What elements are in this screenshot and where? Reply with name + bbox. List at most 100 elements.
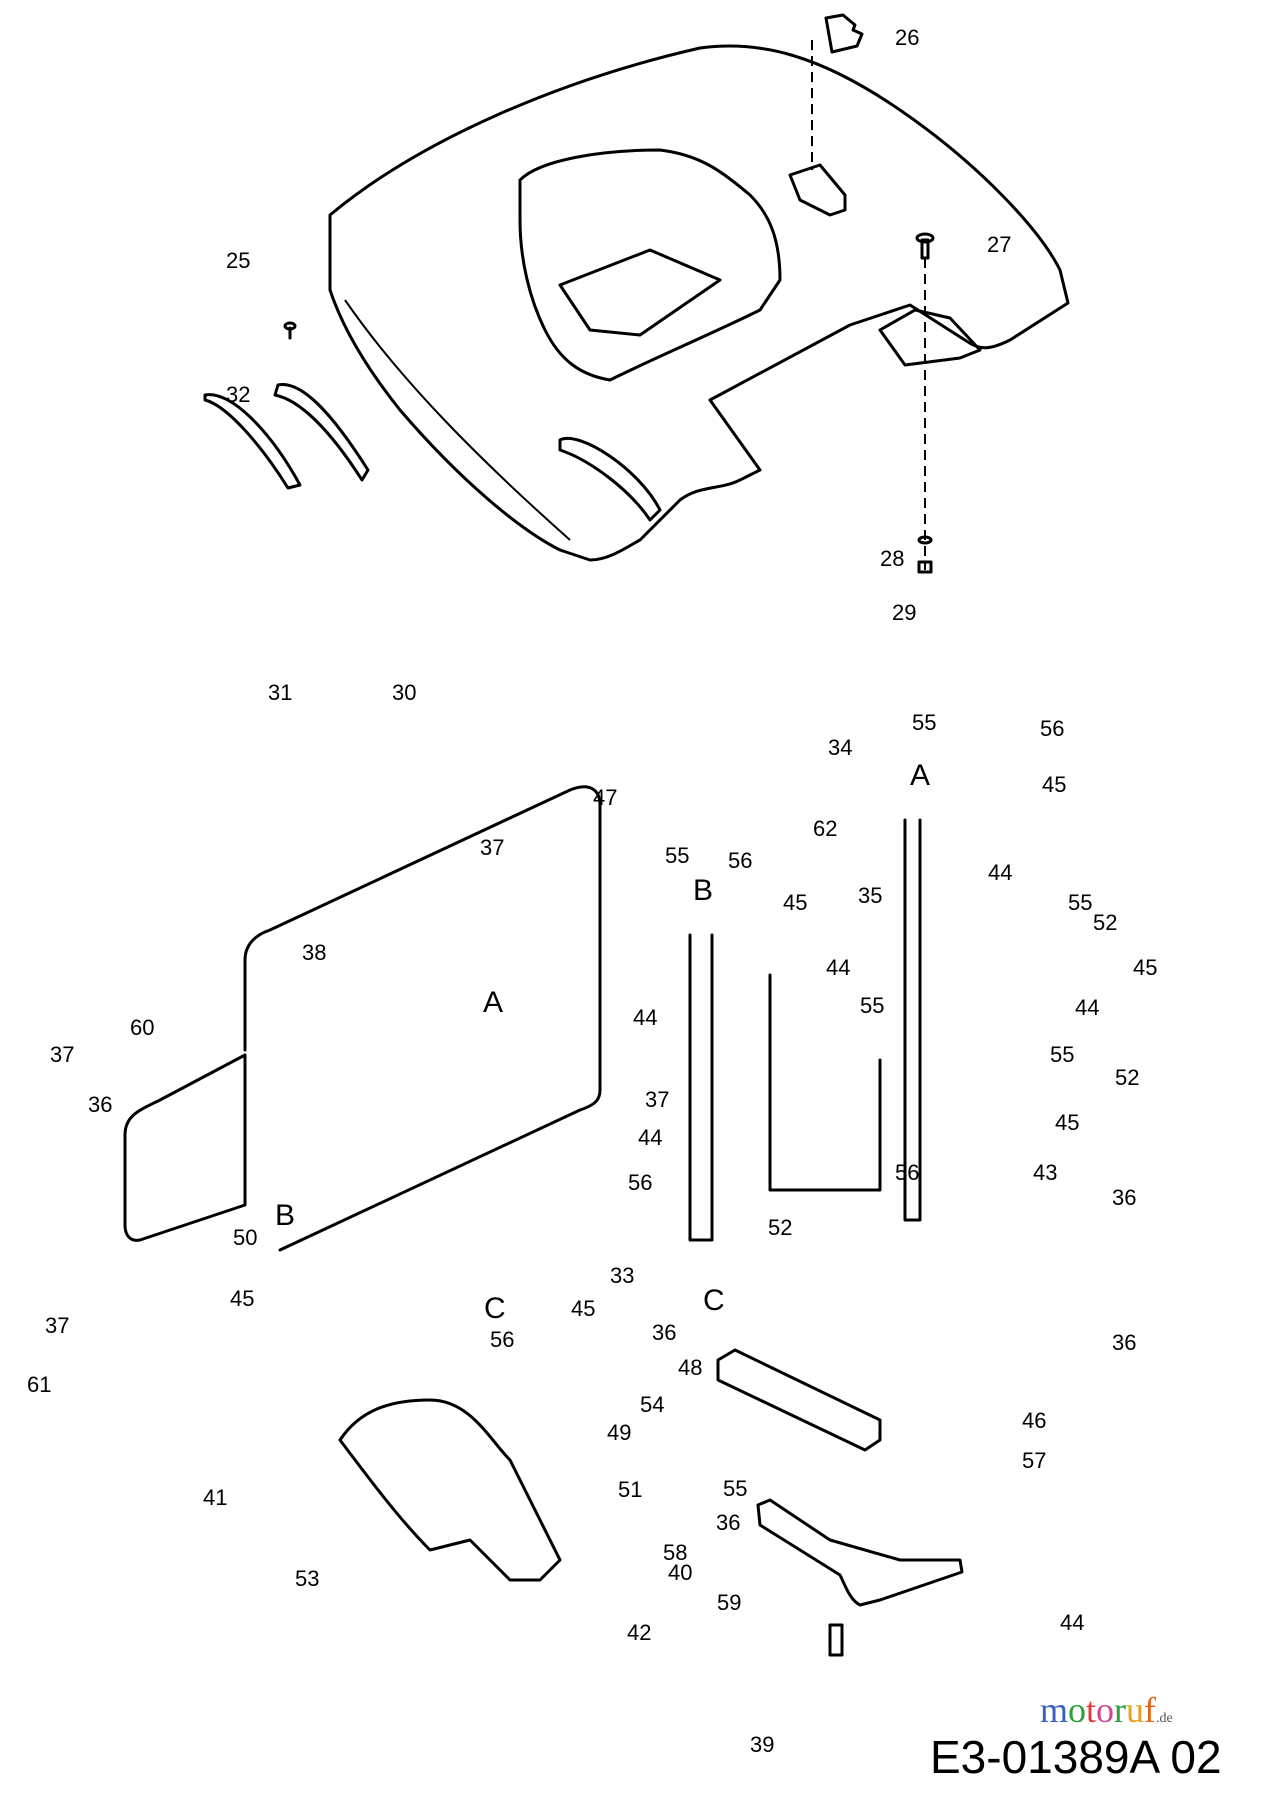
callout-56: 56: [628, 1170, 652, 1195]
callout-51: 51: [618, 1477, 642, 1502]
panel-part-35: [768, 973, 882, 1192]
callout-43: 43: [1033, 1160, 1057, 1185]
callout-55: 55: [912, 710, 936, 735]
callout-37: 37: [480, 835, 504, 860]
reference-letter-a: A: [483, 986, 503, 1019]
callout-45: 45: [571, 1296, 595, 1321]
callout-34: 34: [828, 735, 852, 760]
callout-37: 37: [50, 1042, 74, 1067]
fender-part-53: [338, 1398, 562, 1582]
upright-post-part-34: [903, 818, 922, 1222]
callout-37: 37: [45, 1313, 69, 1338]
callout-28: 28: [880, 546, 904, 571]
reference-letter-b: B: [693, 874, 713, 907]
nut-part-29: [917, 560, 933, 574]
callout-36: 36: [1112, 1330, 1136, 1355]
callout-55: 55: [1050, 1042, 1074, 1067]
bolt-part-39: [828, 1623, 844, 1657]
upright-post-part-33: [688, 933, 714, 1242]
callout-45: 45: [1055, 1110, 1079, 1135]
callout-60: 60: [130, 1015, 154, 1040]
callout-33: 33: [610, 1263, 634, 1288]
callout-27: 27: [987, 232, 1011, 257]
callout-31: 31: [268, 680, 292, 705]
callout-52: 52: [1093, 910, 1117, 935]
callout-45: 45: [230, 1286, 254, 1311]
callout-36: 36: [716, 1510, 740, 1535]
callout-56: 56: [728, 848, 752, 873]
callout-50: 50: [233, 1225, 257, 1250]
callout-45: 45: [783, 890, 807, 915]
watermark-suffix: .de: [1156, 1711, 1173, 1726]
callout-48: 48: [678, 1355, 702, 1380]
callout-55: 55: [723, 1476, 747, 1501]
callout-59: 59: [717, 1590, 741, 1615]
callout-44: 44: [633, 1005, 657, 1030]
watermark-letter: m: [1040, 1690, 1069, 1730]
callout-26: 26: [895, 25, 919, 50]
callout-44: 44: [1075, 995, 1099, 1020]
grille-panel-part-60: [243, 785, 602, 1252]
shift-gate-plate-part-26: [824, 13, 864, 54]
reference-letter-b: B: [275, 1199, 295, 1232]
callout-39: 39: [750, 1732, 774, 1757]
callout-44: 44: [638, 1125, 662, 1150]
watermark-letter: t: [1086, 1690, 1097, 1730]
rear-grille-panel-part-61: [123, 1053, 247, 1242]
callout-35: 35: [858, 883, 882, 908]
watermark-logo: motoruf.de: [1040, 1690, 1173, 1739]
callout-36: 36: [88, 1092, 112, 1117]
callout-56: 56: [1040, 716, 1064, 741]
screw-part-32: [283, 321, 297, 340]
watermark-text: motoruf: [1040, 1690, 1156, 1730]
reference-letter-c: C: [703, 1284, 725, 1317]
callout-55: 55: [860, 993, 884, 1018]
callout-40: 40: [668, 1560, 692, 1585]
callout-55: 55: [1068, 890, 1092, 915]
shift-plate-part-30: [273, 382, 370, 482]
callout-53: 53: [295, 1566, 319, 1591]
reference-letter-c: C: [484, 1292, 506, 1325]
bolt-part-27: [915, 232, 935, 260]
callout-57: 57: [1022, 1448, 1046, 1473]
shift-decal-part-31: [203, 393, 302, 490]
watermark-letter: u: [1126, 1690, 1145, 1730]
callout-30: 30: [392, 680, 416, 705]
drawing-number: E3-01389A 02: [930, 1731, 1222, 1783]
callout-29: 29: [892, 600, 916, 625]
callout-54: 54: [640, 1392, 664, 1417]
watermark-letter: o: [1068, 1690, 1087, 1730]
callout-36: 36: [652, 1320, 676, 1345]
callout-49: 49: [607, 1420, 631, 1445]
callout-58: 58: [663, 1540, 687, 1565]
callout-36: 36: [1112, 1185, 1136, 1210]
callout-44: 44: [826, 955, 850, 980]
callout-46: 46: [1022, 1408, 1046, 1433]
callout-37: 37: [645, 1087, 669, 1112]
callout-56: 56: [490, 1327, 514, 1352]
callout-45: 45: [1042, 772, 1066, 797]
callout-56: 56: [895, 1160, 919, 1185]
callout-44: 44: [1060, 1610, 1084, 1635]
callout-25: 25: [226, 248, 250, 273]
watermark-letter: r: [1114, 1690, 1127, 1730]
cross-bar-part-58: [716, 1348, 882, 1452]
callout-41: 41: [203, 1485, 227, 1510]
callout-62: 62: [813, 816, 837, 841]
callout-52: 52: [1115, 1065, 1139, 1090]
bracket-part-59: [756, 1498, 964, 1607]
fender-hood-part-25: [328, 44, 1070, 562]
callout-52: 52: [768, 1215, 792, 1240]
callout-38: 38: [302, 940, 326, 965]
callout-45: 45: [1133, 955, 1157, 980]
callout-61: 61: [27, 1372, 51, 1397]
callout-44: 44: [988, 860, 1012, 885]
watermark-letter: o: [1096, 1690, 1115, 1730]
callout-42: 42: [627, 1620, 651, 1645]
callout-47: 47: [593, 785, 617, 810]
callout-55: 55: [665, 843, 689, 868]
reference-letter-a: A: [910, 759, 930, 792]
watermark-letter: f: [1144, 1690, 1157, 1730]
washer-part-28: [917, 535, 933, 545]
